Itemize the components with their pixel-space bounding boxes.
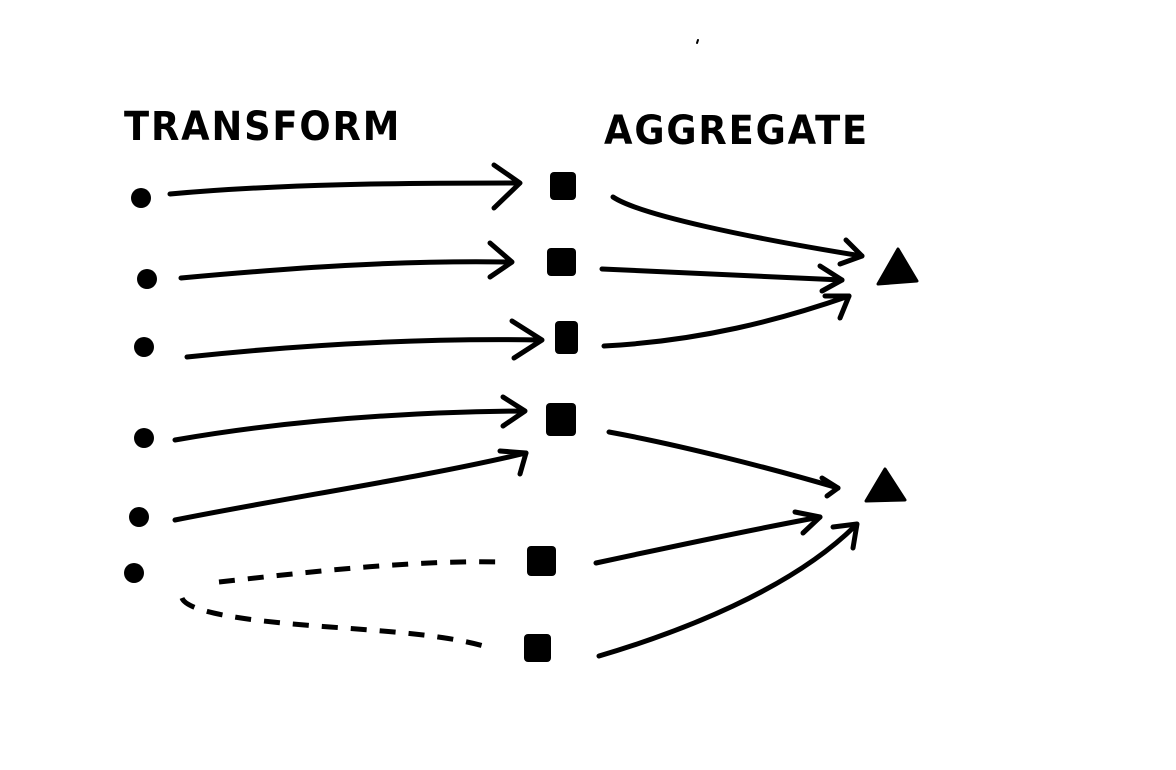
intermediate-square-3 — [555, 321, 578, 354]
intermediate-square-5 — [527, 546, 556, 576]
aggregate-arrow-6 — [596, 521, 860, 659]
source-dot-6 — [124, 563, 144, 583]
transform-arrow-5 — [172, 448, 529, 523]
aggregate-arrow-2 — [599, 263, 845, 294]
transform-arrow-1 — [167, 162, 523, 211]
transform-arrow-3 — [184, 318, 545, 361]
transform-arrow-4 — [172, 394, 528, 443]
source-dot-5 — [129, 507, 149, 527]
intermediate-square-4 — [546, 403, 576, 436]
dashed-link-1 — [218, 559, 504, 585]
transform-arrow-2 — [178, 240, 515, 281]
aggregate-arrow-5 — [593, 509, 823, 566]
output-triangle-2 — [864, 467, 907, 503]
intermediate-square-2 — [547, 248, 576, 276]
dashed-link-2 — [179, 596, 488, 650]
source-dot-3 — [134, 337, 154, 357]
pen-mark — [696, 39, 699, 44]
aggregate-arrow-3 — [601, 293, 852, 349]
source-dot-4 — [134, 428, 154, 448]
intermediate-square-6 — [524, 634, 551, 662]
aggregate-arrow-4 — [606, 429, 841, 499]
source-dot-1 — [131, 188, 151, 208]
aggregate-heading: AGGREGATE — [604, 108, 870, 154]
output-triangle-1 — [876, 247, 919, 286]
transform-heading: TRANSFORM — [124, 104, 402, 150]
aggregate-arrow-1 — [610, 194, 865, 267]
source-dot-2 — [137, 269, 157, 289]
intermediate-square-1 — [550, 172, 576, 200]
